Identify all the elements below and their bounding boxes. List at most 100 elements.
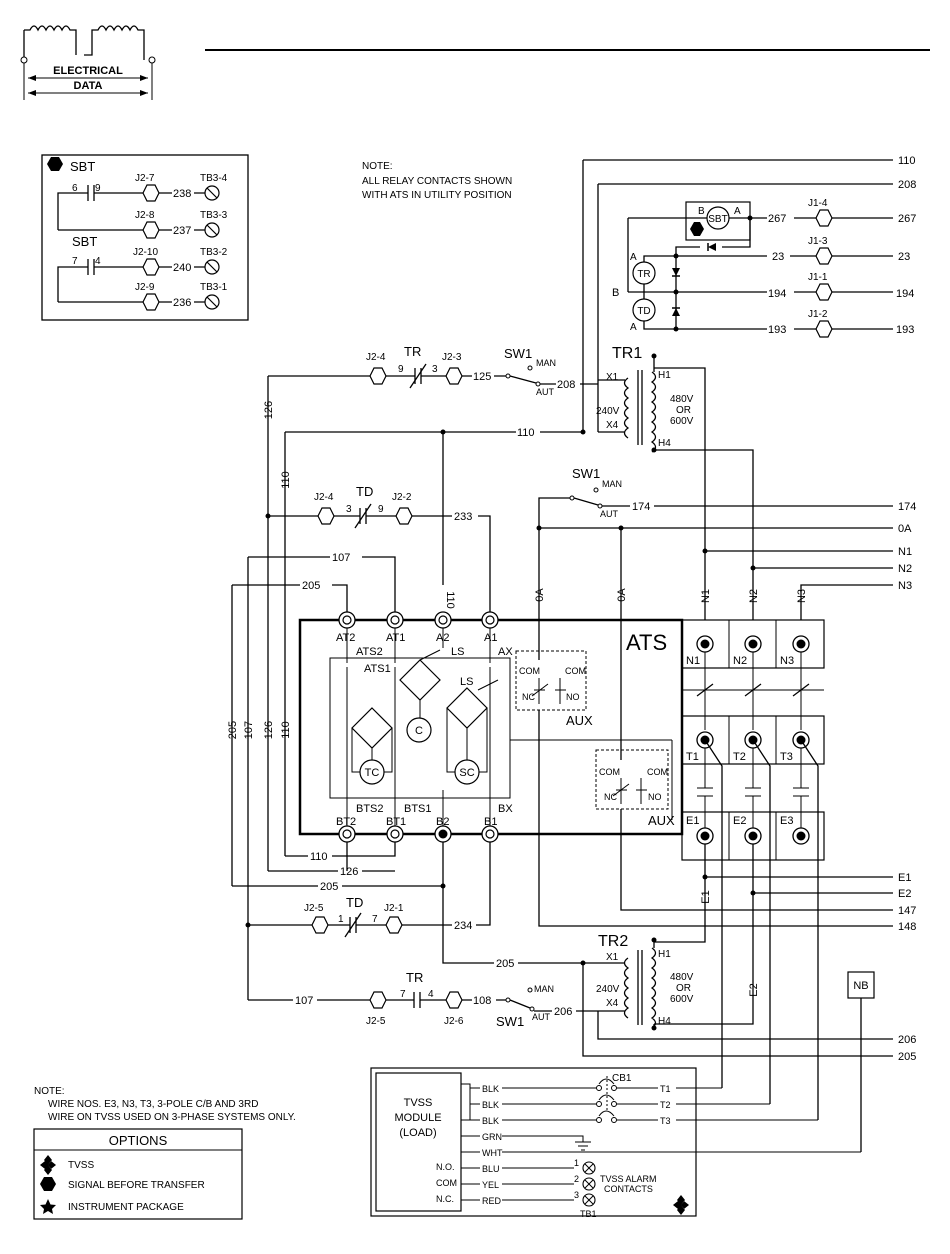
top-wiring: 110 208 SBT B A 267 J1-4 267 TR TD A B A [582,155,916,432]
wire-number: N3 [796,589,808,603]
wire-number: 234 [454,920,472,932]
wire-number: 23 [772,251,784,263]
wire-number: 193 [768,324,786,336]
connector-label: J1-1 [808,272,828,283]
connector-label: J2-4 [314,492,334,503]
connector-label: J2-3 [442,352,462,363]
note-top: NOTE: ALL RELAY CONTACTS SHOWN WITH ATS … [362,161,512,201]
tvss-icon [673,1195,689,1215]
contact-label: 3 [346,504,352,515]
wire-number: 23 [898,251,910,263]
man-label: MAN [536,358,556,368]
coil-terminal: A [630,252,637,263]
tvss-icon [40,1155,56,1175]
star-icon [40,1199,56,1214]
contact-label: 3 [432,364,438,375]
h4-label: H4 [658,438,671,449]
wire-number: N1 [700,589,712,603]
wire-number: 205 [320,881,338,893]
connector-label: J2-6 [444,1016,464,1027]
wire-number: 110 [517,427,535,439]
wire-number: 174 [632,501,650,513]
alarm-label: CONTACTS [604,1184,653,1194]
switch-label: BTS2 [356,803,384,815]
contact-label: 4 [428,989,434,1000]
wire-number: 0A [616,588,628,602]
h1-label: H1 [658,949,671,960]
coil-terminal: A [734,206,741,217]
badge-line2: DATA [74,80,103,92]
terminal-label: TB3-1 [200,282,228,293]
wire-number: 110 [280,721,292,739]
wire-number: 267 [898,213,916,225]
ls-label: LS [451,646,464,658]
note-line: NOTE: [34,1086,65,1097]
switch-label: ATS2 [356,646,383,658]
terminal-label: T1 [686,751,699,763]
x1-label: X1 [606,952,619,963]
wire-number: 240 [173,262,191,274]
tb1-number: 1 [574,1158,579,1168]
note-line: WITH ATS IN UTILITY POSITION [362,190,512,201]
wire-number: N3 [898,580,912,592]
note-line: NOTE: [362,161,393,172]
wire-number: E2 [748,983,760,996]
wire-number: 110 [310,851,328,863]
contact-label: 7 [372,914,378,925]
wire-number: N2 [898,563,912,575]
com-label: COM [519,666,540,676]
contact-label: 9 [95,183,101,194]
wire-number: 174 [898,501,916,513]
wire-number: N2 [748,589,760,603]
td-contact-label: TD [356,484,373,499]
wire-number: 208 [898,179,916,191]
no-label: NO [566,692,580,702]
aut-label: AUT [536,387,555,397]
connector-label: J2-9 [135,282,155,293]
note-line: WIRE NOS. E3, N3, T3, 3-POLE C/B AND 3RD [48,1099,258,1110]
wire-number: 147 [898,905,916,917]
note-line: WIRE ON TVSS USED ON 3-PHASE SYSTEMS ONL… [48,1112,296,1123]
wire-number: 108 [473,995,491,1007]
option-item: INSTRUMENT PACKAGE [68,1202,184,1213]
tb1-number: 3 [574,1190,579,1200]
ax-label: AX [498,646,513,658]
wire-number: 110 [898,155,916,167]
terminal-label: E3 [780,815,793,827]
c-label: C [415,725,423,737]
wire-number: 194 [896,288,914,300]
sw1-label: SW1 [572,466,600,481]
wire-number: 205 [302,580,320,592]
contact-label: 7 [400,989,406,1000]
power-contacts: N1 N2 N3 T1 T2 T3 E1 E2 E3 E1 E2 [654,619,916,1120]
wire-color: BLU [482,1164,500,1174]
sw1-label: SW1 [504,346,532,361]
terminal-label: N1 [686,655,700,667]
alarm-label: TVSS ALARM [600,1174,657,1184]
cb1-label: CB1 [612,1073,632,1084]
wire-color: GRN [482,1132,502,1142]
wire-number: 208 [557,379,575,391]
wire-color: BLK [482,1100,499,1110]
tvss-label: (LOAD) [399,1127,436,1139]
voltage-label: 240V [596,406,620,417]
wire-number: 0A [898,523,912,535]
connector-label: J1-4 [808,198,828,209]
wire-number: 237 [173,225,191,237]
switch-label: ATS1 [364,663,391,675]
wire-number: 205 [898,1051,916,1063]
tr2-label: TR2 [598,933,628,950]
connector-label: J2-4 [366,352,386,363]
switch-label: BTS1 [404,803,432,815]
options-title: OPTIONS [109,1133,168,1148]
connector-label: J1-2 [808,309,828,320]
aut-label: AUT [532,1012,551,1022]
hexagon-icon [47,157,63,171]
connector-label: J2-5 [366,1016,386,1027]
contact-label: 9 [378,504,384,515]
connector-label: J2-7 [135,173,155,184]
nc-label: NC [522,692,535,702]
contact-label: 7 [72,256,78,267]
wire-number: 126 [340,866,358,878]
terminal-label: A1 [484,632,497,644]
